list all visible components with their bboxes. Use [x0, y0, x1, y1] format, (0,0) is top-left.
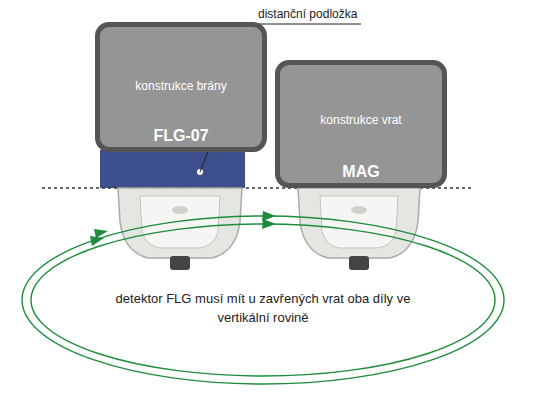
- sensor-mag: [298, 188, 420, 270]
- structure-box: konstrukce vratMAG: [275, 60, 447, 188]
- field-arrows: [90, 211, 276, 246]
- structure-name: konstrukce brány: [100, 79, 262, 93]
- structure-name: konstrukce vrat: [280, 113, 442, 127]
- part-code: MAG: [280, 163, 442, 181]
- field-lines: [22, 216, 504, 384]
- part-code: FLG-07: [100, 127, 262, 145]
- spacer-pad: [100, 150, 245, 188]
- caption-note: detektor FLG musí mít u zavřených vrat o…: [108, 290, 418, 328]
- spacer-label: distanční podložka: [258, 6, 357, 23]
- structure-box: konstrukce brányFLG-07: [95, 22, 267, 152]
